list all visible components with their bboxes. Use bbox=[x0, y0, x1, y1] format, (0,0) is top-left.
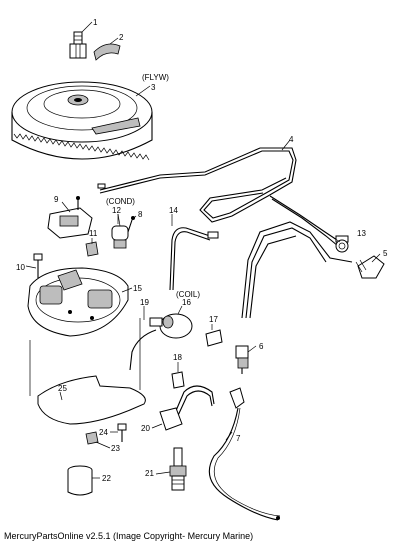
part-label-10: 10 bbox=[16, 263, 25, 272]
bracket-assembly[interactable] bbox=[47, 196, 93, 239]
part-label-20: 20 bbox=[141, 424, 150, 433]
part-label-24: 24 bbox=[99, 428, 108, 437]
part-label-6: 6 bbox=[259, 342, 264, 351]
label-flyw: (FLYW) bbox=[142, 73, 169, 82]
spark-plug[interactable] bbox=[169, 447, 187, 491]
part-label-13: 13 bbox=[357, 229, 366, 238]
part-label-25: 25 bbox=[58, 384, 67, 393]
part-label-9: 9 bbox=[54, 195, 59, 204]
part-label-4: 4 bbox=[289, 135, 294, 144]
cover-bolt[interactable] bbox=[117, 423, 127, 442]
part-label-2: 2 bbox=[119, 33, 124, 42]
part-label-1: 1 bbox=[93, 18, 98, 27]
part-label-17: 17 bbox=[209, 315, 218, 324]
part-label-22: 22 bbox=[102, 474, 111, 483]
mounting-screw[interactable] bbox=[33, 253, 43, 278]
bullet-connector[interactable] bbox=[335, 239, 349, 253]
clamp-block[interactable] bbox=[85, 241, 99, 257]
label-coil: (COIL) bbox=[176, 290, 200, 299]
ignition-switch[interactable] bbox=[355, 255, 385, 279]
spacer[interactable] bbox=[85, 431, 99, 445]
stop-switch-lanyard[interactable] bbox=[208, 387, 281, 521]
stop-button[interactable] bbox=[235, 345, 249, 374]
part-label-23: 23 bbox=[111, 444, 120, 453]
grommet[interactable] bbox=[171, 371, 185, 389]
part-label-14: 14 bbox=[169, 206, 178, 215]
exploded-parts-diagram: (FLYW) (COND) (COIL) 1 2 3 4 5 6 7 8 9 1… bbox=[11, 18, 388, 521]
part-label-12: 12 bbox=[112, 206, 121, 215]
part-label-16: 16 bbox=[182, 298, 191, 307]
part-label-3: 3 bbox=[151, 83, 156, 92]
part-label-18: 18 bbox=[173, 353, 182, 362]
part-label-5: 5 bbox=[383, 249, 388, 258]
leader-lines bbox=[25, 21, 381, 479]
flywheel[interactable] bbox=[11, 81, 153, 161]
flywheel-key[interactable] bbox=[93, 43, 121, 61]
part-label-21: 21 bbox=[145, 469, 154, 478]
condenser-screw[interactable] bbox=[127, 216, 135, 233]
plug-cap[interactable] bbox=[67, 465, 93, 496]
part-label-19: 19 bbox=[140, 298, 149, 307]
ignition-coil[interactable] bbox=[149, 313, 193, 339]
timer-base-cover[interactable] bbox=[29, 318, 146, 425]
stator-plate[interactable] bbox=[27, 267, 129, 337]
part-label-7: 7 bbox=[236, 434, 241, 443]
part-label-11: 11 bbox=[89, 229, 98, 238]
copyright-footer: MercuryPartsOnline v2.5.1 (Image Copyrig… bbox=[4, 531, 254, 541]
coil-wire[interactable] bbox=[129, 329, 157, 371]
part-label-15: 15 bbox=[133, 284, 142, 293]
part-label-8: 8 bbox=[138, 210, 143, 219]
high-tension-lead[interactable] bbox=[159, 385, 215, 431]
coil-clip[interactable] bbox=[205, 329, 223, 347]
stator-leads bbox=[241, 221, 353, 319]
ground-lead[interactable] bbox=[169, 227, 219, 291]
condenser[interactable] bbox=[111, 213, 129, 249]
wiring-harness[interactable] bbox=[97, 147, 349, 247]
flywheel-nut[interactable] bbox=[69, 31, 87, 59]
label-cond: (COND) bbox=[106, 197, 135, 206]
